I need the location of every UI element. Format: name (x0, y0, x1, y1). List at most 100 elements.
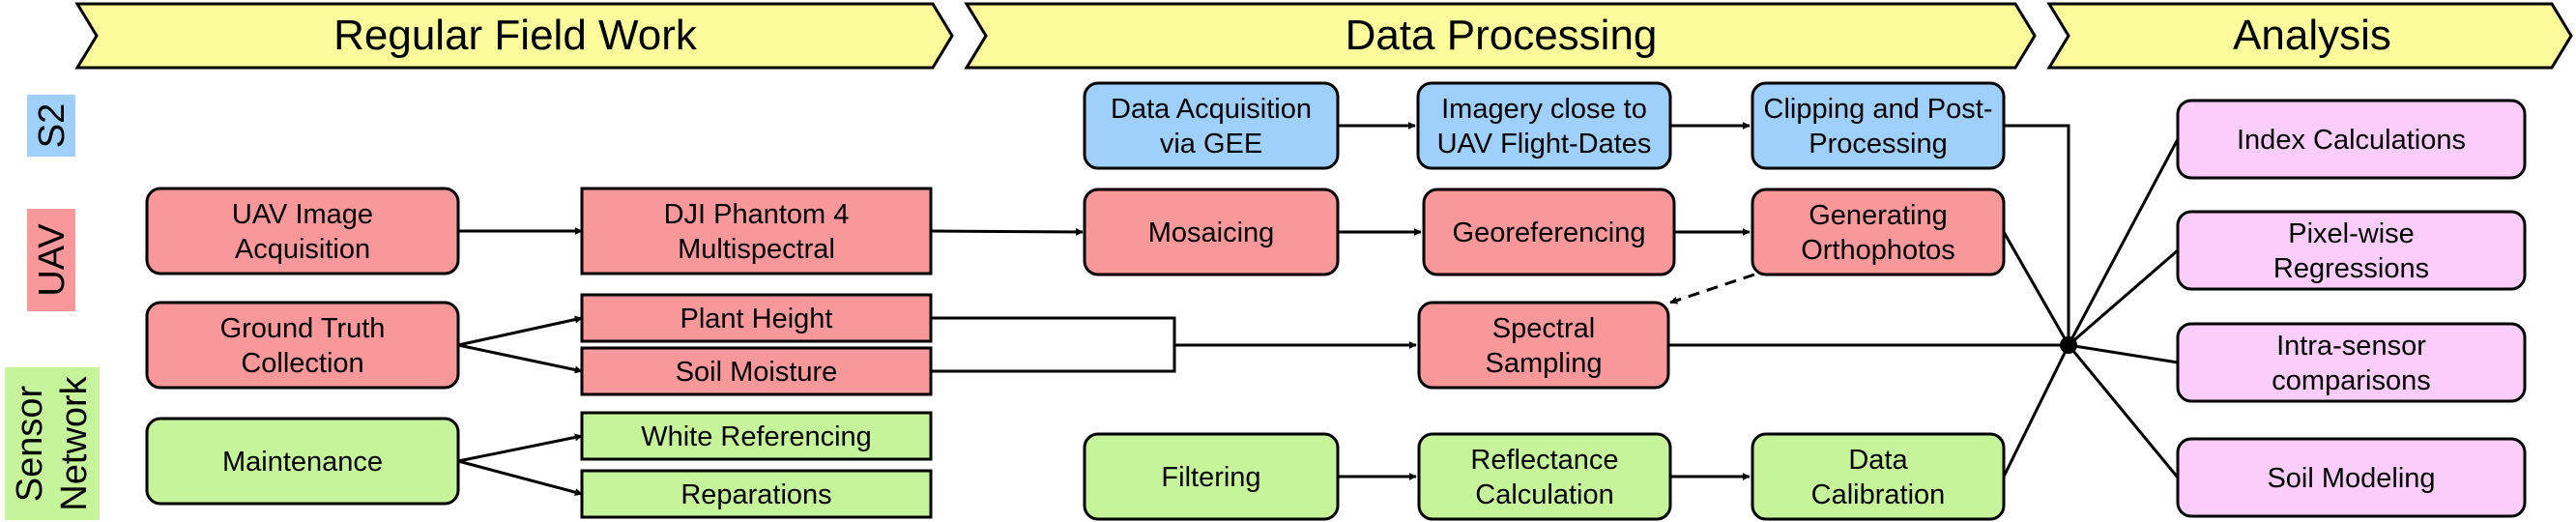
box-maintenance[interactable]: Maintenance (145, 417, 460, 506)
line-ortho-to-hub (2002, 231, 2070, 346)
phase-banner-field-work: Regular Field Work (74, 2, 954, 70)
phase-title-analysis: Analysis (2233, 12, 2391, 59)
lane-label-sensor-line-1: Sensor (10, 385, 50, 502)
box-shape (2176, 322, 2527, 403)
lane-label-s2-bg (27, 95, 75, 157)
phase-banner-shape (2046, 2, 2573, 70)
line-plant-height-merge (931, 316, 1176, 345)
arrow-ground-truth-to-plant-height (457, 315, 583, 347)
box-shape (145, 301, 460, 390)
box-label-line-2: Processing (1809, 129, 1947, 160)
lane-label-uav-bg (27, 209, 75, 311)
arrow-maintenance-to-reparations (457, 459, 583, 497)
box-shape (145, 417, 460, 506)
box-label-line-2: Multispectral (678, 234, 835, 265)
arrow-ground-truth-to-soil-moisture (457, 343, 583, 374)
box-label-line-2: Calculation (1475, 479, 1613, 510)
line-hub-to-pixelwise (2068, 248, 2179, 347)
line-hub-to-intra (2068, 343, 2179, 364)
hub-node (2060, 336, 2077, 354)
box-label-line-1: Maintenance (222, 447, 383, 478)
arrow-dji-to-mosaicing (930, 227, 1084, 236)
box-shape (1751, 81, 2006, 170)
box-label-line-1: Clipping and Post- (1764, 94, 1993, 125)
phase-banner-shape (964, 2, 2037, 70)
box-shape (1417, 432, 1672, 521)
box-label-line-1: Ground Truth (220, 313, 386, 344)
box-reparations[interactable]: Reparations (580, 469, 933, 519)
box-label-line-2: Orthophotos (1801, 235, 1955, 266)
box-label-line-1: Spectral (1492, 313, 1595, 344)
box-label-line-2: Collection (241, 348, 363, 379)
box-shape (2176, 99, 2527, 180)
box-shape (1083, 81, 1340, 170)
lane-label-sensor-bg (5, 367, 100, 520)
box-label-line-1: DJI Phantom 4 (664, 199, 850, 230)
connectors (457, 122, 2180, 497)
box-shape (580, 469, 933, 519)
line-hub-to-index (2067, 138, 2180, 346)
phase-title-field-work: Regular Field Work (333, 12, 698, 59)
line-hub-to-soilmod (2067, 344, 2180, 478)
box-label-line-1: Data (1848, 445, 1908, 476)
box-label-line-1: Soil Moisture (676, 357, 838, 388)
box-label-line-1: Georeferencing (1453, 218, 1646, 248)
line-calibration-to-hub (2002, 344, 2070, 478)
box-dji-phantom-4[interactable]: DJI Phantom 4 Multispectral (580, 187, 933, 276)
arrow-maintenance-to-white-ref (457, 433, 583, 463)
box-shape (1751, 188, 2006, 276)
box-shape (1416, 81, 1672, 170)
box-index-calculations[interactable]: Index Calculations (2176, 99, 2527, 180)
box-soil-moisture[interactable]: Soil Moisture (580, 346, 933, 396)
box-label-line-1: Index Calculations (2237, 125, 2466, 156)
box-label-line-1: Data Acquisition (1111, 94, 1312, 125)
box-white-referencing[interactable]: White Referencing (580, 411, 933, 461)
box-shape (2176, 437, 2527, 518)
lane-label-uav: UAV (27, 209, 75, 311)
box-label-line-2: UAV Flight-Dates (1437, 129, 1652, 160)
box-plant-height[interactable]: Plant Height (580, 293, 933, 343)
box-label-line-1: Pixel-wise (2288, 218, 2415, 249)
box-soil-modeling[interactable]: Soil Modeling (2176, 437, 2527, 518)
box-filtering[interactable]: Filtering (1083, 432, 1340, 521)
box-shape (145, 187, 460, 276)
phase-banner-shape (74, 2, 954, 70)
box-shape (580, 187, 933, 276)
phase-banner-data-processing: Data Processing (964, 2, 2037, 70)
box-shape (580, 411, 933, 461)
lane-label-s2-text: S2 (32, 103, 72, 148)
box-label-line-1: Generating (1809, 200, 1948, 231)
box-label-line-2: Acquisition (235, 234, 370, 265)
box-shape (1083, 432, 1340, 521)
lane-label-s2: S2 (27, 95, 75, 157)
box-label-line-1: Intra-sensor (2276, 331, 2426, 362)
box-label-line-2: via GEE (1160, 129, 1262, 160)
box-label-line-1: Filtering (1161, 462, 1260, 493)
box-label-line-2: comparisons (2272, 365, 2430, 396)
phase-banner-analysis: Analysis (2046, 2, 2573, 70)
box-label-line-1: Plant Height (680, 304, 833, 334)
phase-title-data-processing: Data Processing (1346, 12, 1658, 59)
box-label-line-1: Reflectance (1470, 445, 1618, 476)
lane-label-sensor-network: Sensor Network (5, 367, 100, 520)
box-label-line-1: Soil Modeling (2267, 463, 2435, 494)
box-georeferencing[interactable]: Georeferencing (1422, 188, 1676, 276)
line-soil-moisture-merge (931, 345, 1176, 373)
box-label-line-1: UAV Image (232, 199, 373, 230)
box-label-line-2: Sampling (1486, 348, 1603, 379)
box-mosaicing[interactable]: Mosaicing (1083, 188, 1340, 276)
box-label-line-2: Calibration (1811, 479, 1946, 510)
box-clipping-post-processing[interactable]: Clipping and Post- Processing (1751, 81, 2006, 170)
box-data-acquisition-gee[interactable]: Data Acquisition via GEE (1083, 81, 1340, 170)
